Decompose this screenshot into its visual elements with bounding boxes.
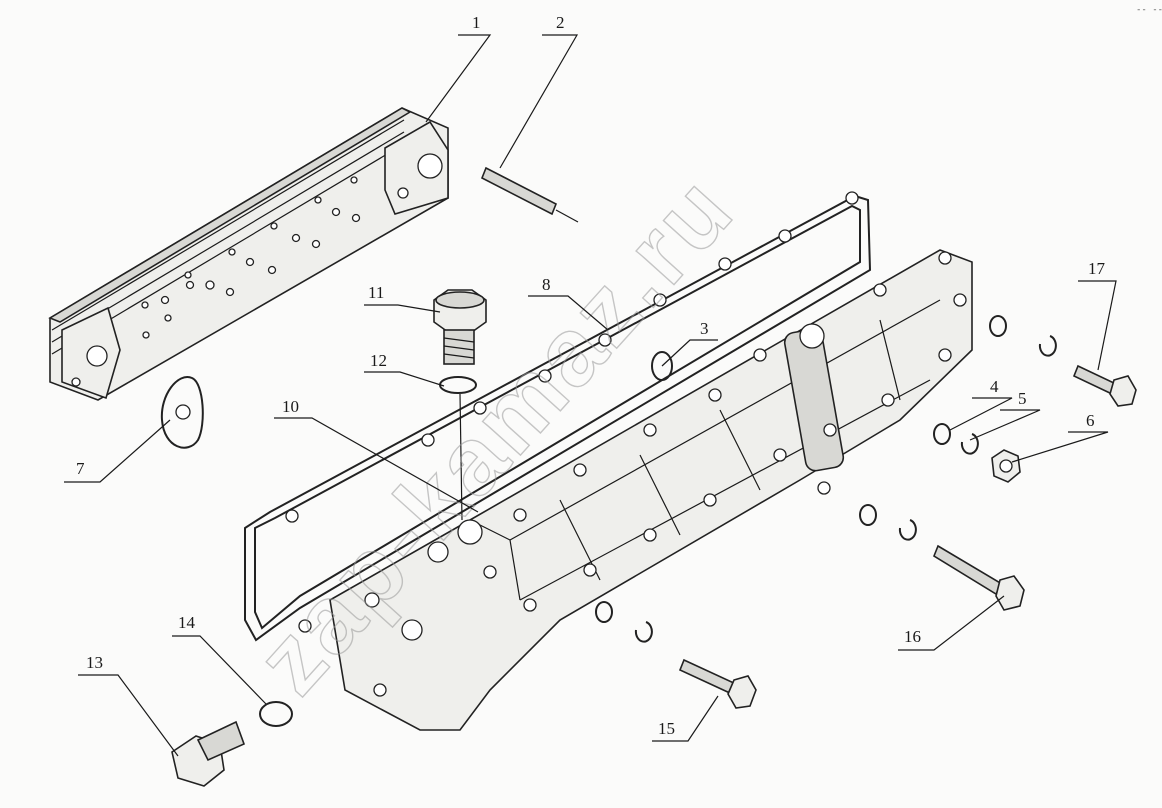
callout-3: 3 — [700, 319, 709, 338]
oil-cooler-core — [48, 107, 449, 401]
hex-nut — [991, 449, 1021, 483]
oil-cooler-fin-holes — [141, 176, 361, 339]
o-ring-small — [651, 351, 673, 381]
seal-ring-lower — [259, 701, 293, 727]
washer-plain — [595, 315, 1007, 623]
callout-13: 13 — [86, 653, 103, 672]
callout-11: 11 — [368, 283, 384, 302]
callout-12: 12 — [370, 351, 387, 370]
callout-17: 17 — [1088, 259, 1106, 278]
callout-2: 2 — [556, 13, 565, 32]
callout-5: 5 — [1018, 389, 1027, 408]
stud — [480, 166, 579, 223]
callout-6: 6 — [1086, 411, 1095, 430]
large-gasket — [244, 194, 872, 642]
drain-plug-bolt — [433, 289, 487, 365]
corner-mark: -- --- — [1136, 5, 1162, 15]
small-gasket — [160, 376, 204, 449]
gasket-bolt-holes — [285, 191, 859, 633]
callout-16: 16 — [904, 627, 921, 646]
assembly-axis-line — [459, 393, 463, 521]
callout-4: 4 — [990, 377, 999, 396]
cooler-housing — [329, 249, 973, 731]
callout-14: 14 — [178, 613, 196, 632]
callout-8: 8 — [542, 275, 551, 294]
bolt-short — [678, 658, 757, 709]
bolt-right — [1072, 364, 1137, 407]
bolt-long — [933, 544, 1025, 611]
callout-10: 10 — [282, 397, 299, 416]
callout-15: 15 — [658, 719, 675, 738]
leader-lines — [64, 34, 1117, 757]
callout-labels: 1 2 3 4 5 6 7 8 10 11 12 13 14 15 16 17 — [76, 13, 1106, 738]
plug-lower — [171, 720, 246, 787]
callout-1: 1 — [472, 13, 481, 32]
callout-7: 7 — [76, 459, 85, 478]
